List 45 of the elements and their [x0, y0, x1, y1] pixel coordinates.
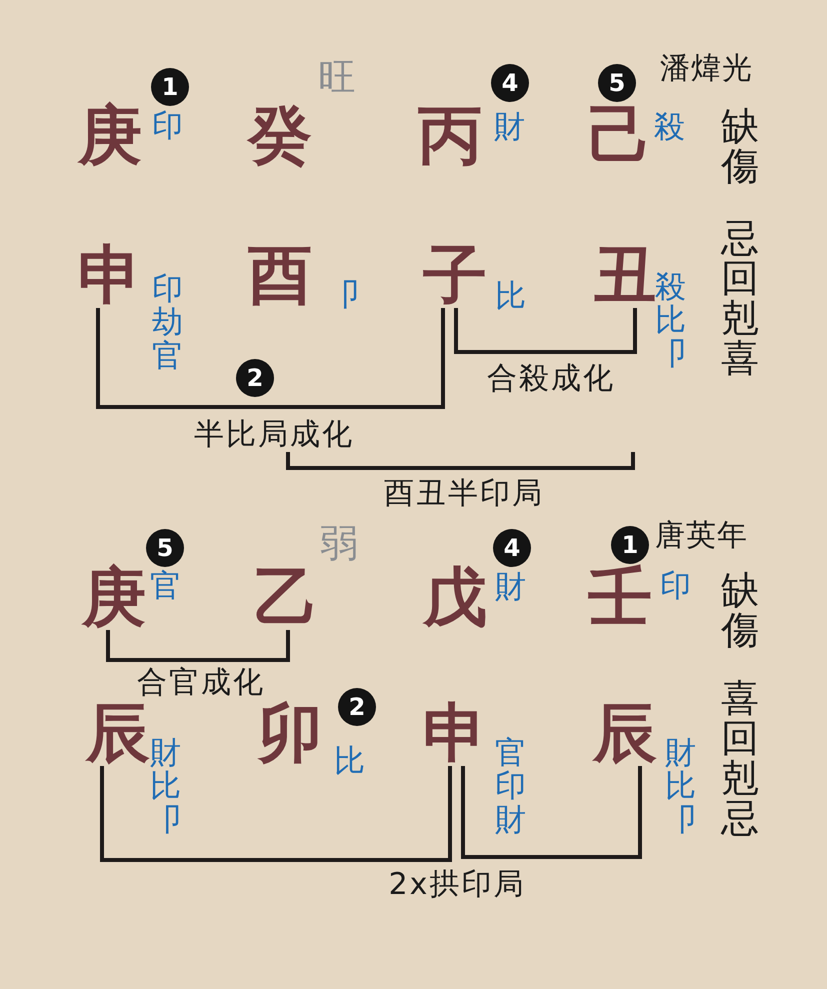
large-character: 乙	[254, 566, 318, 630]
bracket-connector	[461, 766, 642, 859]
side-label: 比	[334, 745, 365, 778]
vertical-label: 缺傷	[721, 107, 759, 187]
vertical-label: 喜回剋忌	[721, 679, 759, 839]
large-character: 庚	[78, 104, 142, 168]
side-label: 財	[495, 571, 526, 604]
large-character: 丑	[593, 244, 657, 308]
side-label: 財比卩	[665, 737, 696, 838]
bracket-connector	[96, 308, 445, 409]
large-character: 卯	[258, 702, 322, 766]
large-character: 子	[423, 244, 487, 308]
bracket-label: 酉丑半印局	[384, 479, 544, 509]
large-character: 戊	[423, 566, 487, 630]
name-label: 潘煒光	[660, 54, 753, 84]
side-label: 印	[152, 110, 183, 144]
name-label: 唐英年	[655, 521, 748, 551]
side-label: 殺	[654, 111, 685, 144]
side-label: 財比卩	[150, 737, 181, 838]
large-character: 己	[588, 104, 652, 168]
large-character: 丙	[418, 104, 482, 168]
bracket-connector	[106, 630, 290, 662]
vertical-label: 忌回剋喜	[721, 219, 759, 379]
bracket-connector	[454, 308, 637, 354]
large-character: 申	[78, 244, 142, 308]
strength-label: 弱	[320, 524, 358, 562]
vertical-label: 缺傷	[721, 571, 759, 651]
large-character: 辰	[86, 702, 150, 766]
large-character: 辰	[593, 702, 657, 766]
side-label: 印劫官	[152, 273, 183, 374]
large-character: 壬	[588, 566, 652, 630]
strength-label: 旺	[318, 58, 356, 96]
side-label: 官印財	[495, 737, 526, 838]
large-character: 癸	[248, 104, 312, 168]
side-label: 印	[660, 570, 691, 604]
side-label: 比	[495, 280, 526, 314]
large-character: 酉	[248, 244, 312, 308]
side-label: 卩	[328, 279, 359, 312]
large-character: 庚	[82, 566, 146, 630]
large-character: 申	[423, 702, 487, 766]
side-label: 官	[150, 570, 181, 604]
bracket-connector	[100, 766, 452, 862]
side-label: 財	[494, 111, 525, 144]
side-label: 殺比卩	[655, 271, 686, 372]
bracket-label: 2x拱印局	[388, 870, 526, 900]
